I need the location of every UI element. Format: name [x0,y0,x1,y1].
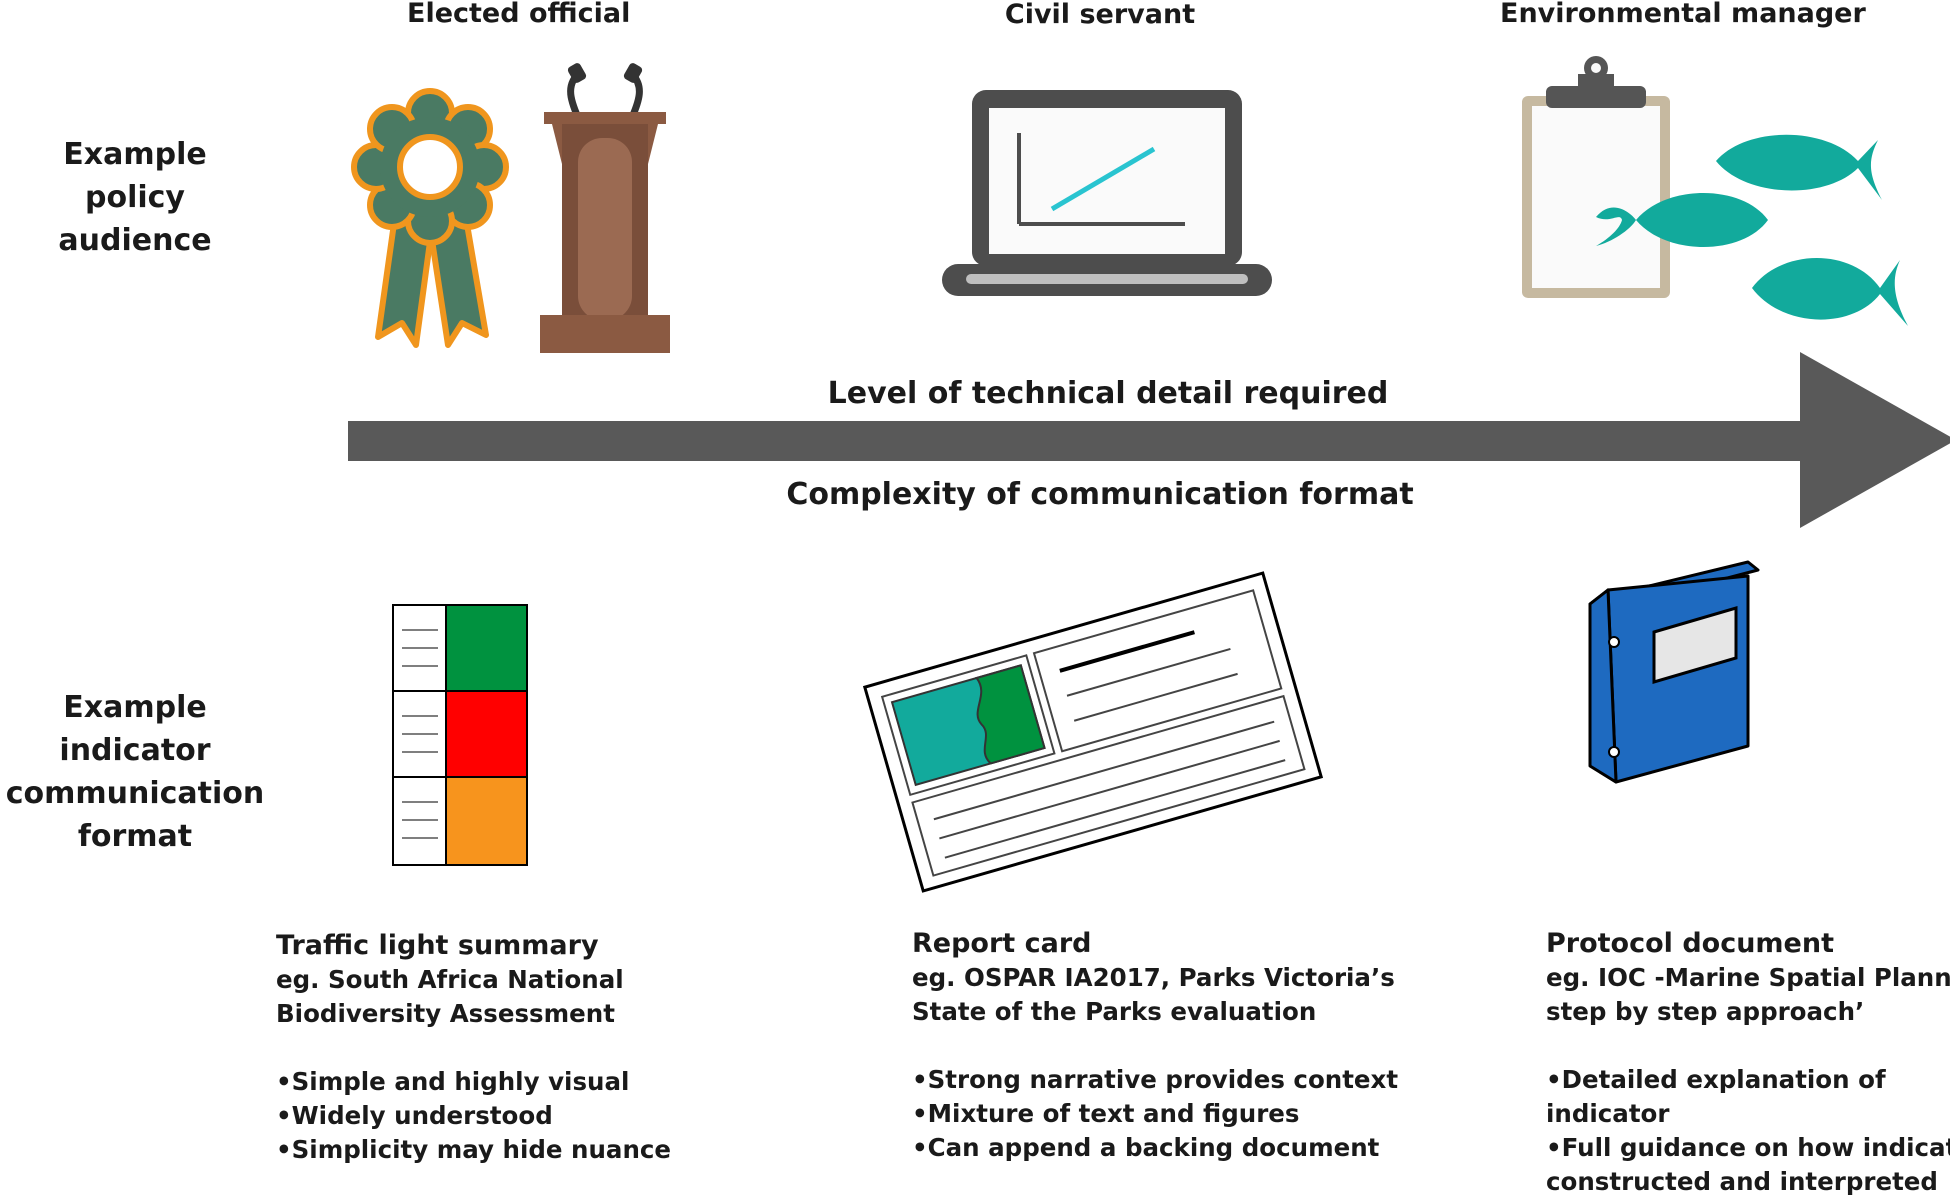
format-bullet: •Detailed explanation of [1546,1065,1886,1094]
format-bullet: •Mixture of text and figures [912,1099,1300,1128]
format-bullet: •Strong narrative provides context [912,1065,1399,1094]
audience-title-environmental-manager: Environmental manager [1500,0,1866,29]
binder-icon [1588,560,1760,784]
audience-title-elected-official: Elected official [407,0,631,29]
audience-title-civil-servant: Civil servant [1004,0,1196,30]
clipboard-icon [1522,56,1670,298]
format-title: Traffic light summary [276,930,599,961]
format-example-line: State of the Parks evaluation [912,997,1317,1026]
format-bullet: •Simple and highly visual [276,1067,630,1096]
arrow-label-communication-complexity: Complexity of communication format [786,477,1414,512]
format-example-line: eg. IOC -Marine Spatial Planning: [1546,963,1950,992]
format-description-traffic-light: Traffic light summary eg. South Africa N… [276,929,671,1167]
technical-detail-arrow [348,352,1950,528]
format-bullet: •Simplicity may hide nuance [276,1135,672,1164]
fish-icon [1596,134,1908,326]
format-example-line: eg. South Africa National [276,965,624,994]
format-title: Report card [912,928,1092,959]
format-title: Protocol document [1546,928,1834,959]
podium-icon [540,63,670,353]
row-label-communication-format: Example indicator communication format [5,690,265,854]
format-example-line: Biodiversity Assessment [276,999,615,1028]
format-description-protocol-document: Protocol document eg. IOC -Marine Spatia… [1546,927,1950,1199]
format-bullet: indicator [1546,1099,1670,1128]
traffic-light-table-icon [392,604,528,866]
format-bullet: constructed and interpreted [1546,1167,1938,1196]
laptop-chart-icon [942,90,1272,296]
arrow-label-technical-detail: Level of technical detail required [827,376,1389,411]
report-card-icon [862,571,1324,893]
format-bullet: •Can append a backing document [912,1133,1380,1162]
format-example-line: step by step approach’ [1546,997,1865,1026]
row-label-policy-audience: Example policy audience [58,137,212,258]
format-example-line: eg. OSPAR IA2017, Parks Victoria’s [912,963,1395,992]
format-bullet: •Widely understood [276,1101,553,1130]
format-bullet: •Full guidance on how indicator is [1546,1133,1950,1162]
format-description-report-card: Report card eg. OSPAR IA2017, Parks Vict… [912,927,1398,1165]
rosette-icon [351,88,509,348]
